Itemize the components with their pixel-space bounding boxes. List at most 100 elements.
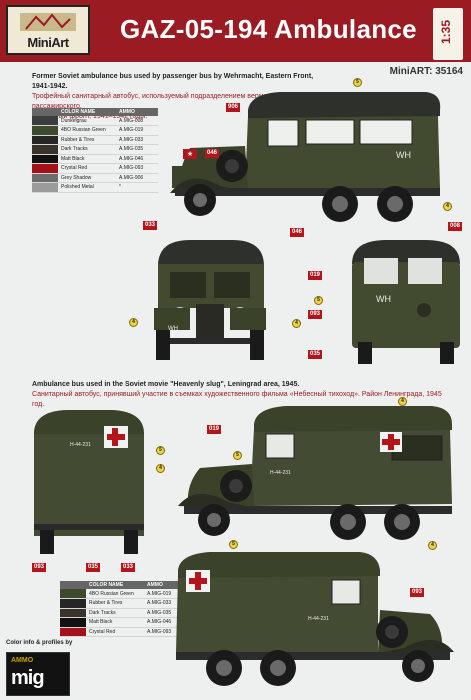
callout-dot-5-s3: 5 (229, 540, 238, 549)
mig-label: mig (11, 667, 45, 689)
callout-dot-5-rear: 5 (314, 296, 323, 305)
german-bus-side-view: WH (170, 92, 441, 222)
brand-name: MiniArt (27, 35, 69, 50)
callout-019-s2: 019 (207, 425, 222, 434)
plate-rear: Н-44-231 (70, 442, 91, 448)
callout-093-s2: 093 (32, 563, 47, 572)
color-name: Rubber & Tires (86, 598, 144, 609)
color-swatch (60, 598, 86, 609)
scale-badge: 1:35 (433, 8, 463, 60)
color-code: A.MIG-035 (116, 144, 158, 155)
callout-035-rear: 035 (308, 350, 323, 359)
color-code: A.MIG-093 (116, 163, 158, 174)
wh-marking-rear: WH (376, 294, 391, 304)
section2-caption: Ambulance bus used in the Soviet movie "… (32, 380, 452, 410)
ammo-mig-logo: AMMO mig (6, 652, 70, 696)
callout-035-s2: 035 (86, 563, 101, 572)
plate-side-top: Н-44-231 (270, 470, 291, 476)
color-swatch (32, 116, 58, 126)
callout-008: 008 (448, 222, 463, 231)
color-code: A.MIG-033 (144, 598, 186, 609)
color-swatch (60, 608, 86, 618)
callout-019-rear: 019 (308, 271, 323, 280)
callout-dot-4-s3: 4 (428, 541, 437, 550)
color-name: Dunkelgrau (58, 116, 116, 126)
color-swatch (32, 154, 58, 164)
color-name: Crystal Red (58, 163, 116, 174)
color-code: A.MIG-046 (116, 154, 158, 164)
callout-dot-5-s2: 5 (156, 446, 165, 455)
callout-046-bottom: 046 (290, 228, 305, 237)
color-name: Dark Tracks (58, 144, 116, 155)
color-swatch (60, 617, 86, 628)
scale-label: 1:35 (439, 19, 453, 44)
wh-marking-side: WH (396, 150, 411, 160)
callout-dot-4-front-right: 4 (292, 319, 301, 328)
color-code: A.MIG-093 (144, 627, 186, 637)
color-swatch (32, 125, 58, 136)
soviet-bus-rear-view: Н-44-231 (34, 410, 144, 554)
table1-header-name: COLOR NAME (58, 108, 116, 116)
color-name: Crystal Red (86, 627, 144, 637)
miniart-logo: MiniArt (6, 5, 90, 55)
color-code: A.MIG-008 (116, 116, 158, 126)
section1-ru-line1: Трофейный санитарный автобус, используем… (32, 93, 315, 110)
callout-033-s2: 033 (121, 563, 136, 572)
callout-dot-4-s2: 4 (156, 464, 165, 473)
callout-046-top: 046 (205, 149, 220, 158)
product-code: MiniART: 35164 (389, 66, 463, 77)
section2-title: Ambulance bus used in the Soviet movie "… (32, 381, 300, 388)
color-name: 4BO Russian Green (86, 589, 144, 599)
color-swatch (60, 589, 86, 599)
table1-header-code: AMMO (116, 108, 158, 116)
header-banner: MiniArt GAZ-05-194 Ambulance 1:35 (0, 0, 471, 62)
wh-marking-front: WH (168, 326, 178, 332)
plate-side-bottom: Н-44-231 (308, 616, 329, 622)
color-code: * (116, 182, 158, 193)
callout-dot-4-front-left: 4 (129, 318, 138, 327)
color-swatch (32, 144, 58, 155)
color-code: A.MIG-019 (144, 589, 186, 599)
color-code: A.MIG-046 (144, 617, 186, 628)
credit-text: Color info & profiles by (6, 640, 73, 646)
color-code: A.MIG-019 (116, 125, 158, 136)
color-swatch (32, 135, 58, 145)
color-swatch (60, 627, 86, 637)
callout-093-s3: 093 (410, 588, 425, 597)
color-name: 4BO Russian Green (58, 125, 116, 136)
callout-dot-4-side: 4 (443, 202, 452, 211)
color-name: Grey Shadow (58, 173, 116, 183)
callout-dot-5-s2-side: 5 (233, 451, 242, 460)
color-code: A.MIG-906 (116, 173, 158, 183)
callout-dot-5-top: 5 (353, 78, 362, 87)
section1-title: Former Soviet ambulance bus used by pass… (32, 73, 314, 90)
german-bus-rear-view: WH (352, 240, 460, 364)
color-swatch (32, 163, 58, 174)
callout-906: 906 (226, 103, 241, 112)
color-name: Matt Black (86, 617, 144, 628)
color-code: A.MIG-035 (144, 608, 186, 618)
section2-ru: Санитарный автобус, принявший участие в … (32, 391, 442, 408)
ammo-label: AMMO (11, 657, 34, 664)
callout-093-rear: 093 (308, 310, 323, 319)
callout-033-top: 033 (143, 221, 158, 230)
color-row: Polished Metal* (32, 182, 158, 193)
german-bus-front-view: WH (154, 240, 266, 360)
color-name: Rubber & Tires (58, 135, 116, 145)
star-icon: ★ (183, 149, 197, 159)
table2-header-code: AMMO (144, 581, 186, 589)
color-swatch (32, 173, 58, 183)
color-swatch (32, 182, 58, 193)
